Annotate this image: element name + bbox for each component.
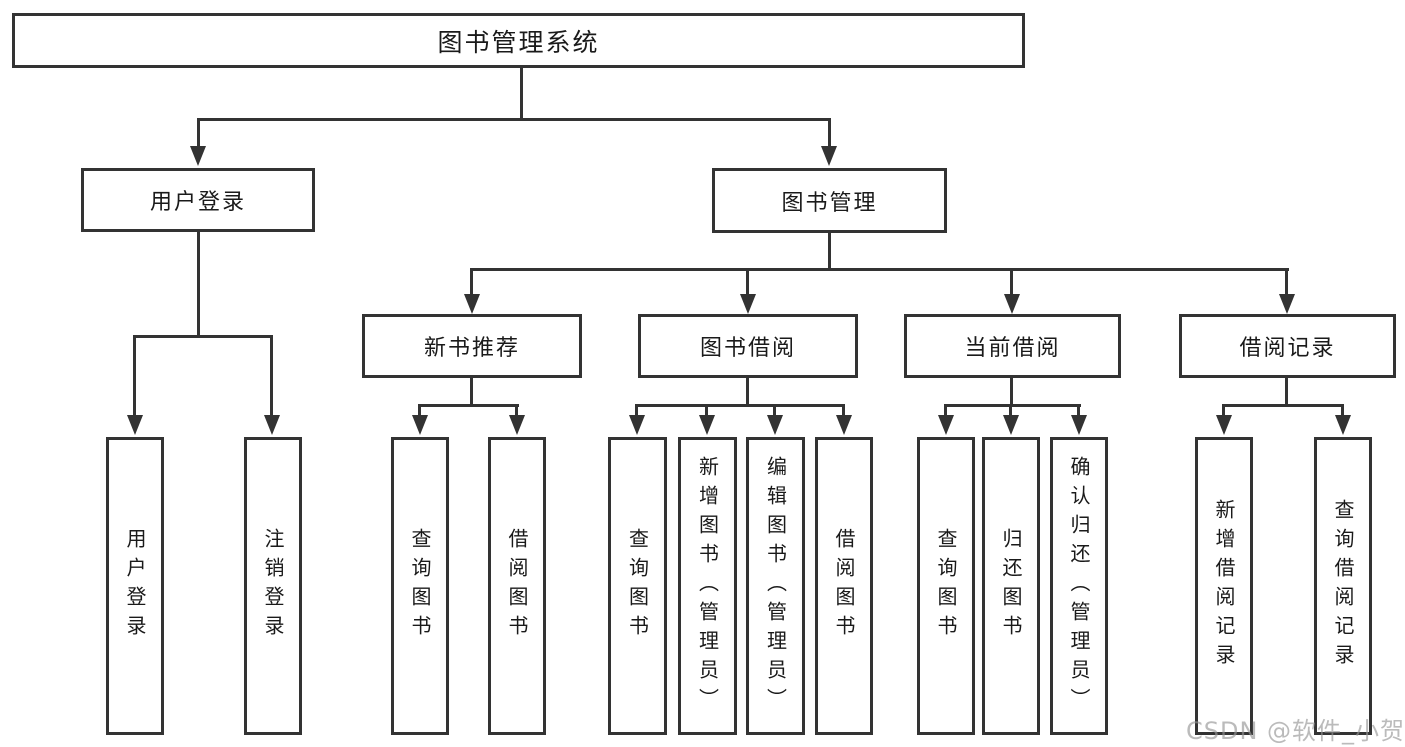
leaf-borrow-borrow-books-label: 借阅图书 [832, 528, 856, 644]
connector-group-trunk [1285, 378, 1288, 407]
leaf-borrow-edit-books-admin-label: 编辑图书（管理员） [763, 455, 788, 717]
connector-root-trunk [520, 68, 523, 121]
node-root-label: 图书管理系统 [437, 27, 600, 57]
arrow-down-icon [699, 415, 715, 435]
arrow-down-icon [740, 294, 756, 314]
leaf-user-login-label: 用户登录 [123, 528, 147, 644]
leaf-current-query-books: 查询图书 [917, 437, 975, 735]
connector-drop [1077, 404, 1080, 419]
node-user-login: 用户登录 [81, 168, 315, 232]
arrow-down-icon [1279, 294, 1295, 314]
connector-drop [1341, 404, 1344, 419]
leaf-current-confirm-return-admin: 确认归还（管理员） [1050, 437, 1108, 735]
leaf-logout-label: 注销登录 [261, 528, 285, 644]
connector-drop [842, 404, 845, 419]
leaf-newbook-query-books: 查询图书 [391, 437, 449, 735]
connector-drop [1010, 268, 1013, 296]
connector-group-bar [1222, 404, 1344, 407]
arrow-down-icon [464, 294, 480, 314]
leaf-logout: 注销登录 [244, 437, 302, 735]
arrow-down-icon [264, 415, 280, 435]
connector-drop [746, 268, 749, 296]
leaf-borrow-query-books: 查询图书 [608, 437, 667, 735]
connector-l2-bar [197, 118, 831, 121]
leaf-records-query-record: 查询借阅记录 [1314, 437, 1372, 735]
connector-drop [705, 404, 708, 419]
arrow-down-icon [1071, 415, 1087, 435]
arrow-down-icon [1216, 415, 1232, 435]
connector-bookmgmt-trunk [828, 233, 831, 271]
node-new-book-recommend-label: 新书推荐 [423, 336, 520, 361]
leaf-borrow-query-books-label: 查询图书 [625, 528, 650, 644]
connector-drop [133, 335, 136, 417]
connector-drop [1009, 404, 1012, 419]
leaf-borrow-add-books-admin-label: 新增图书（管理员） [695, 455, 720, 717]
leaf-borrow-add-books-admin: 新增图书（管理员） [678, 437, 737, 735]
arrow-down-icon [629, 415, 645, 435]
connector-group-bar [418, 404, 519, 407]
arrow-down-icon [938, 415, 954, 435]
arrow-down-icon [767, 415, 783, 435]
connector-drop [1285, 268, 1288, 296]
leaf-records-query-record-label: 查询借阅记录 [1331, 499, 1355, 673]
leaf-newbook-borrow-books: 借阅图书 [488, 437, 546, 735]
node-current-borrow-label: 当前借阅 [964, 336, 1061, 361]
connector-group-trunk [746, 378, 749, 407]
leaf-records-add-record: 新增借阅记录 [1195, 437, 1253, 735]
node-book-management-label: 图书管理 [781, 190, 878, 216]
arrow-down-icon [190, 146, 206, 166]
arrow-down-icon [127, 415, 143, 435]
connector-drop [515, 404, 518, 419]
leaf-records-add-record-label: 新增借阅记录 [1212, 499, 1236, 673]
watermark: CSDN @软件_小贺同学 [1186, 717, 1405, 745]
leaf-borrow-borrow-books: 借阅图书 [815, 437, 873, 735]
arrow-down-icon [1004, 294, 1020, 314]
arrow-down-icon [821, 146, 837, 166]
connector-group-bar [635, 404, 845, 407]
leaf-newbook-query-books-label: 查询图书 [408, 528, 432, 644]
leaf-borrow-edit-books-admin: 编辑图书（管理员） [746, 437, 805, 735]
node-book-management: 图书管理 [712, 168, 947, 233]
arrow-down-icon [836, 415, 852, 435]
arrow-down-icon [509, 415, 525, 435]
node-borrow-records: 借阅记录 [1179, 314, 1396, 378]
connector-drop [944, 404, 947, 419]
node-root: 图书管理系统 [12, 13, 1025, 68]
connector-drop [1222, 404, 1225, 419]
connector-drop [635, 404, 638, 419]
connector-userlogin-bar [133, 335, 273, 338]
leaf-current-query-books-label: 查询图书 [934, 528, 958, 644]
connector-group-trunk [1010, 378, 1013, 407]
connector-drop [470, 268, 473, 296]
connector-group-bar [944, 404, 1081, 407]
connector-drop [773, 404, 776, 419]
arrow-down-icon [1335, 415, 1351, 435]
leaf-current-confirm-return-admin-label: 确认归还（管理员） [1067, 455, 1091, 717]
connector-drop [270, 335, 273, 417]
connector-group-trunk [470, 378, 473, 407]
leaf-current-return-books: 归还图书 [982, 437, 1040, 735]
node-new-book-recommend: 新书推荐 [362, 314, 582, 378]
connector-drop [418, 404, 421, 419]
leaf-user-login: 用户登录 [106, 437, 164, 735]
connector-l3-bar [470, 268, 1289, 271]
connector-drop [197, 118, 200, 150]
leaf-newbook-borrow-books-label: 借阅图书 [505, 528, 529, 644]
arrow-down-icon [412, 415, 428, 435]
node-borrow-records-label: 借阅记录 [1239, 336, 1336, 361]
node-book-borrow-label: 图书借阅 [699, 336, 796, 361]
node-user-login-label: 用户登录 [149, 190, 246, 215]
leaf-current-return-books-label: 归还图书 [999, 528, 1023, 644]
connector-drop [828, 118, 831, 150]
node-book-borrow: 图书借阅 [638, 314, 858, 378]
node-current-borrow: 当前借阅 [904, 314, 1121, 378]
connector-userlogin-trunk [197, 232, 200, 338]
arrow-down-icon [1003, 415, 1019, 435]
